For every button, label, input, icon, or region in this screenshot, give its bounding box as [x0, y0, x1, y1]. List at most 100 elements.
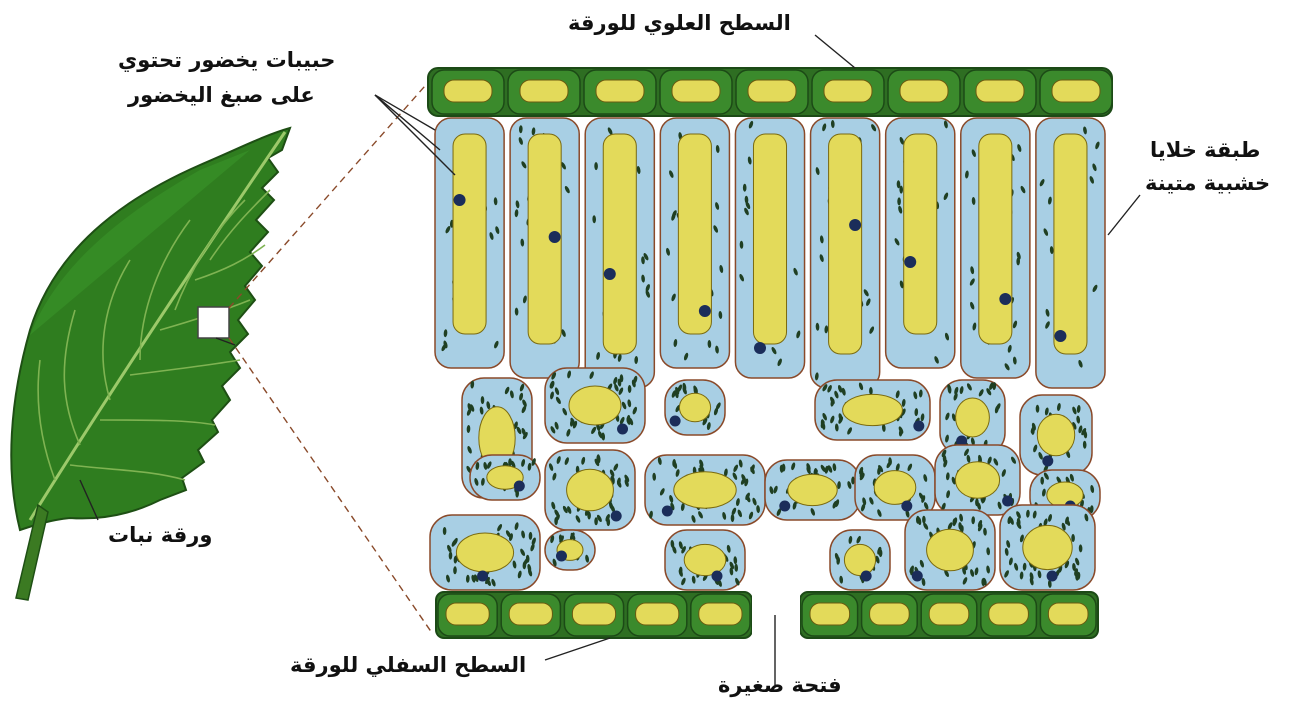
- vacuole: [453, 134, 486, 334]
- spongy-cell: [935, 445, 1020, 515]
- chloroplast: [743, 184, 747, 192]
- cell-content: [456, 533, 513, 572]
- nucleus: [514, 481, 525, 492]
- cell-content: [927, 529, 974, 571]
- chloroplast: [594, 517, 598, 525]
- vacuole: [753, 134, 786, 344]
- cell-content: [1023, 525, 1072, 569]
- cell-content: [1037, 414, 1074, 456]
- stoma-opening: [752, 594, 800, 638]
- cell-content: [1047, 482, 1083, 508]
- spongy-cell: [665, 530, 745, 590]
- nucleus: [604, 268, 616, 280]
- spongy-cell: [815, 380, 930, 440]
- spongy-cell: [940, 380, 1005, 455]
- nucleus: [1054, 330, 1066, 342]
- epidermis-cell-content: [509, 603, 552, 625]
- epidermis-cell-content: [596, 80, 644, 102]
- epidermis-cell-content: [672, 80, 720, 102]
- cell-content: [844, 544, 875, 575]
- nucleus: [754, 342, 766, 354]
- vacuole: [904, 134, 937, 334]
- epidermis-cell-content: [1052, 80, 1100, 102]
- lower-epidermis: [436, 592, 1098, 638]
- cell-content: [955, 462, 999, 498]
- spongy-cell: [1020, 395, 1092, 475]
- cell-content: [569, 386, 621, 425]
- chloroplasts-label-line2: على صبغ اليخضور: [128, 80, 315, 110]
- chloroplast: [897, 197, 901, 205]
- nucleus: [662, 506, 673, 517]
- palisade-cell: [435, 118, 504, 368]
- epidermis-cell-content: [1048, 603, 1088, 625]
- stoma-label: فتحة صغيرة: [718, 670, 842, 700]
- epidermis-cell-content: [810, 603, 850, 625]
- cross-section: [428, 68, 1112, 638]
- nucleus: [670, 416, 681, 427]
- palisade-cell: [811, 118, 880, 388]
- nucleus: [861, 571, 872, 582]
- nucleus: [1042, 456, 1053, 467]
- spongy-cell: [765, 460, 860, 520]
- nucleus: [1047, 571, 1058, 582]
- vacuole: [979, 134, 1012, 344]
- epidermis-cell-content: [976, 80, 1024, 102]
- nucleus: [617, 424, 628, 435]
- nucleus: [1002, 496, 1013, 507]
- epidermis-cell-content: [572, 603, 615, 625]
- cell-content: [874, 471, 916, 505]
- palisade-cell: [886, 118, 955, 368]
- nucleus: [779, 501, 790, 512]
- nucleus: [611, 511, 622, 522]
- cell-content: [843, 394, 903, 425]
- palisade-cell: [1036, 118, 1105, 388]
- vacuole: [1054, 134, 1087, 354]
- spongy-cell: [545, 530, 595, 570]
- epidermis-cell-content: [444, 80, 492, 102]
- spongy-cell: [830, 530, 890, 590]
- palisade-cell: [585, 118, 654, 388]
- vacuole: [829, 134, 862, 354]
- nucleus: [477, 571, 488, 582]
- epidermis-cell-content: [989, 603, 1029, 625]
- spongy-cell: [1000, 505, 1095, 590]
- nucleus: [913, 421, 924, 432]
- leaf-sample-square: [198, 307, 229, 338]
- epidermis-cell-content: [929, 603, 969, 625]
- cell-content: [679, 393, 710, 422]
- nucleus: [454, 194, 466, 206]
- spongy-cell: [905, 510, 995, 590]
- epidermis-cell-content: [824, 80, 872, 102]
- spongy-cell: [430, 515, 540, 590]
- nucleus: [901, 501, 912, 512]
- palisade-layer: [435, 118, 1105, 388]
- nucleus: [699, 305, 711, 317]
- plant-leaf-label: ورقة نبات: [108, 520, 212, 550]
- spongy-cell: [545, 450, 635, 530]
- cell-content: [956, 398, 990, 437]
- nucleus: [711, 571, 722, 582]
- palisade-layer-label-line1: طبقة خلايا: [1150, 135, 1260, 165]
- palisade-cell: [961, 118, 1030, 378]
- nucleus: [904, 256, 916, 268]
- vacuole: [603, 134, 636, 354]
- palisade-cell: [660, 118, 729, 368]
- cell-content: [788, 474, 837, 505]
- palisade-layer-label-line2: خشبية متينة: [1145, 168, 1270, 198]
- nucleus: [549, 231, 561, 243]
- epidermis-cell-content: [870, 603, 910, 625]
- chloroplast: [731, 514, 735, 522]
- lower-surface-label: السطح السفلي للورقة: [290, 650, 526, 680]
- spongy-cell: [470, 455, 540, 500]
- cell-content: [567, 469, 614, 511]
- spongy-layer: [430, 368, 1100, 590]
- spongy-cell: [665, 380, 725, 435]
- chloroplast: [879, 549, 883, 557]
- nucleus: [849, 219, 861, 231]
- nucleus: [556, 551, 567, 562]
- upper-epidermis: [428, 68, 1112, 116]
- spongy-cell: [545, 368, 645, 443]
- chloroplast: [443, 527, 447, 535]
- epidermis-cell-content: [699, 603, 742, 625]
